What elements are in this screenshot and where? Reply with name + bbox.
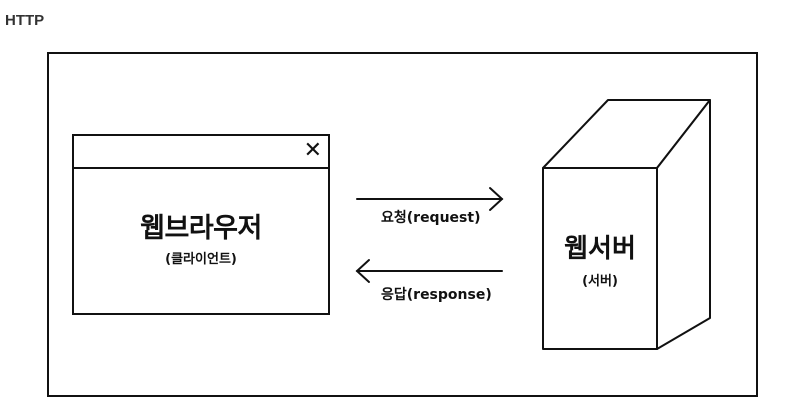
request-label: 요청(request) — [381, 210, 481, 226]
browser-titlebar: ✕ — [74, 136, 328, 169]
request-arrow — [356, 187, 504, 211]
browser-window: ✕ 웹브라우저 (클라이언트) — [72, 134, 330, 315]
server-sublabel: (서버) — [582, 274, 618, 289]
response-label: 응답(response) — [381, 287, 492, 303]
response-arrow — [355, 259, 503, 283]
browser-sublabel: (클라이언트) — [165, 252, 237, 267]
server-side-face — [656, 99, 711, 350]
page-title: HTTP — [5, 12, 45, 29]
close-icon: ✕ — [303, 138, 322, 163]
server-label: 웹서버 — [564, 234, 636, 264]
server-box — [542, 99, 711, 350]
diagram-frame — [47, 52, 758, 397]
browser-label: 웹브라우저 — [140, 213, 262, 244]
